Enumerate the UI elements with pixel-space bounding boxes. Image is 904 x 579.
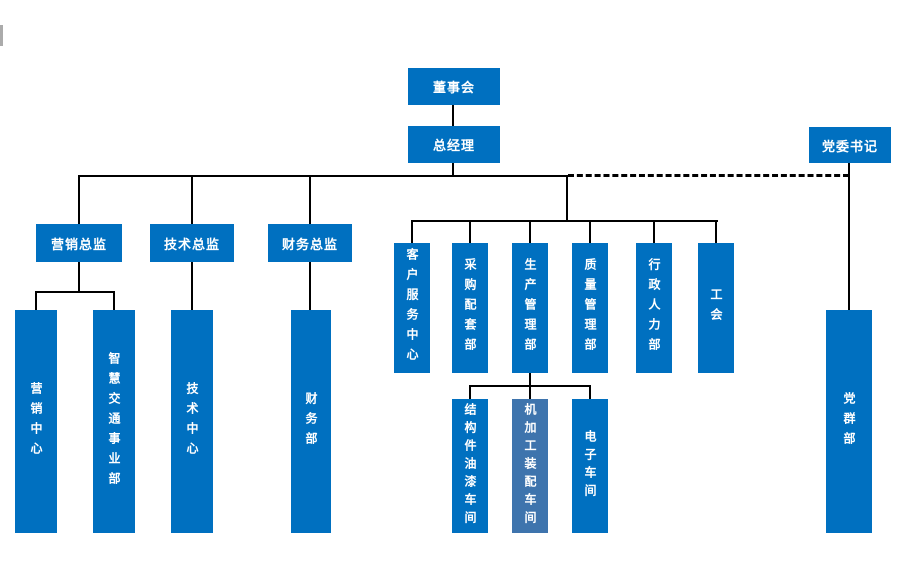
connector-marketing-stem — [78, 262, 80, 293]
edge-artifact — [0, 25, 3, 46]
node-party-secretary-label: 党委书记 — [821, 139, 878, 155]
node-smart-transport-label: 智慧交通事业部 — [107, 351, 121, 492]
connector-drop-production — [529, 222, 531, 243]
node-board[interactable]: 董事会 — [408, 68, 500, 105]
connector-marketing-horizontal — [35, 291, 115, 293]
connector-drop-finance-director — [309, 176, 311, 224]
connector-drop-depts — [566, 176, 568, 222]
node-tech-director[interactable]: 技术总监 — [150, 224, 234, 262]
node-general-manager-label: 总经理 — [432, 139, 475, 154]
node-general-manager[interactable]: 总经理 — [408, 126, 500, 163]
node-finance-director[interactable]: 财务总监 — [268, 224, 352, 262]
connector-drop-marketing-center — [35, 293, 37, 310]
connector-production-stem — [529, 373, 531, 387]
node-finance-director-label: 财务总监 — [281, 237, 338, 253]
node-finance-dept[interactable]: 财务部 — [291, 310, 331, 533]
node-paint-workshop-label: 结构件油漆车间 — [463, 403, 477, 529]
connector-drop-marketing-director — [78, 176, 80, 224]
node-tech-director-label: 技术总监 — [163, 237, 220, 253]
connector-drop-finance-dept — [309, 262, 311, 310]
node-electronics-workshop-label: 电子车间 — [583, 430, 597, 502]
connector-drop-machining-workshop — [529, 387, 531, 399]
node-admin-hr[interactable]: 行政人力部 — [636, 243, 672, 373]
connector-drop-smart-transport — [113, 293, 115, 310]
node-union-label: 工会 — [709, 288, 723, 328]
node-admin-hr-label: 行政人力部 — [647, 258, 661, 358]
node-purchasing[interactable]: 采购配套部 — [452, 243, 488, 373]
node-party-mass-label: 党群部 — [842, 391, 856, 452]
connector-drop-electronics-workshop — [589, 387, 591, 399]
connector-drop-purchasing — [469, 222, 471, 243]
node-production-label: 生产管理部 — [523, 258, 537, 358]
node-quality-label: 质量管理部 — [583, 258, 597, 358]
node-finance-dept-label: 财务部 — [304, 391, 318, 452]
connector-drop-union — [715, 222, 717, 243]
connector-drop-paint-workshop — [469, 387, 471, 399]
node-marketing-director[interactable]: 营销总监 — [36, 224, 122, 262]
connector-drop-admin-hr — [653, 222, 655, 243]
connector-gm-drop — [452, 163, 454, 176]
node-marketing-center-label: 营销中心 — [29, 381, 43, 462]
node-paint-workshop[interactable]: 结构件油漆车间 — [452, 399, 488, 533]
node-quality[interactable]: 质量管理部 — [572, 243, 608, 373]
node-tech-center[interactable]: 技术中心 — [171, 310, 213, 533]
connector-drop-tech-director — [191, 176, 193, 224]
node-marketing-director-label: 营销总监 — [50, 237, 107, 253]
node-purchasing-label: 采购配套部 — [463, 258, 477, 358]
node-machining-workshop-label: 机加工装配车间 — [523, 403, 537, 529]
node-tech-center-label: 技术中心 — [185, 381, 199, 462]
connector-dashed-party — [568, 174, 849, 177]
node-union[interactable]: 工会 — [698, 243, 734, 373]
node-electronics-workshop[interactable]: 电子车间 — [572, 399, 608, 533]
connector-depts-horizontal — [411, 220, 718, 222]
connector-workshops-horizontal — [469, 385, 591, 387]
connector-main-horizontal — [78, 175, 568, 177]
connector-party-vertical — [848, 163, 850, 310]
connector-drop-quality — [589, 222, 591, 243]
node-customer-service-label: 客户服务中心 — [405, 248, 419, 368]
connector-board-gm — [452, 105, 454, 126]
node-smart-transport[interactable]: 智慧交通事业部 — [93, 310, 135, 533]
node-board-label: 董事会 — [432, 81, 475, 96]
connector-drop-tech-center — [191, 262, 193, 310]
node-production[interactable]: 生产管理部 — [512, 243, 548, 373]
node-marketing-center[interactable]: 营销中心 — [15, 310, 57, 533]
node-machining-workshop[interactable]: 机加工装配车间 — [512, 399, 548, 533]
node-party-mass[interactable]: 党群部 — [826, 310, 872, 533]
node-party-secretary[interactable]: 党委书记 — [809, 127, 891, 163]
node-customer-service[interactable]: 客户服务中心 — [394, 243, 430, 373]
connector-drop-customer-service — [411, 222, 413, 243]
